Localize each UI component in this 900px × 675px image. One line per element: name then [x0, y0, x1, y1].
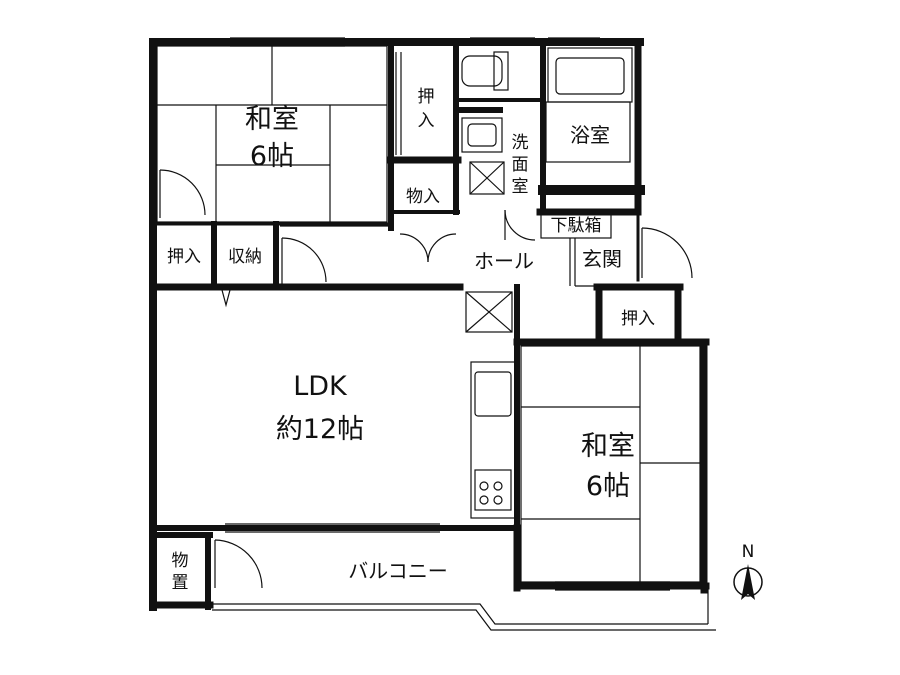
compass-arrow-icon	[741, 564, 755, 600]
room-size-washitsu-nw: 6帖	[250, 141, 294, 172]
room-label-oshiire-nw-1: 押	[418, 87, 435, 107]
room-label-balcony: バルコニー	[348, 559, 448, 583]
room-label-senmen-3: 室	[512, 177, 529, 197]
room-label-getabako: 下駄箱	[551, 216, 602, 236]
room-label-ldk: LDK	[293, 371, 348, 402]
room-labels: 和室 6帖 押 入 押入 収納 物入 洗 面 室 浴室 下駄箱 玄関 ホール 押…	[167, 87, 655, 593]
oshiire-nw-source: 押入	[0, 0, 2, 1]
room-label-oshiire-nw-2: 入	[418, 111, 435, 131]
room-label-shuno: 収納	[228, 247, 262, 267]
room-label-hall: ホール	[474, 249, 534, 273]
compass-label: N	[742, 542, 755, 562]
room-label-monooki-2: 置	[172, 573, 189, 593]
room-label-washitsu-nw: 和室	[245, 104, 299, 135]
room-size-ldk: 約12帖	[276, 414, 364, 445]
details	[156, 37, 716, 631]
room-label-senmen-2: 面	[512, 155, 529, 175]
room-label-yokushitsu: 浴室	[570, 123, 610, 147]
room-size-washitsu-se: 6帖	[586, 471, 630, 502]
room-label-oshiire-w: 押入	[167, 247, 201, 267]
room-label-monoire: 物入	[406, 187, 440, 207]
room-label-monooki-1: 物	[172, 551, 189, 571]
north-compass: N	[733, 542, 763, 600]
room-label-washitsu-se: 和室	[581, 431, 635, 462]
room-label-oshiire-e: 押入	[621, 309, 655, 329]
room-label-senmen-1: 洗	[512, 133, 529, 153]
room-label-genkan: 玄関	[582, 247, 622, 271]
walls	[149, 38, 710, 611]
